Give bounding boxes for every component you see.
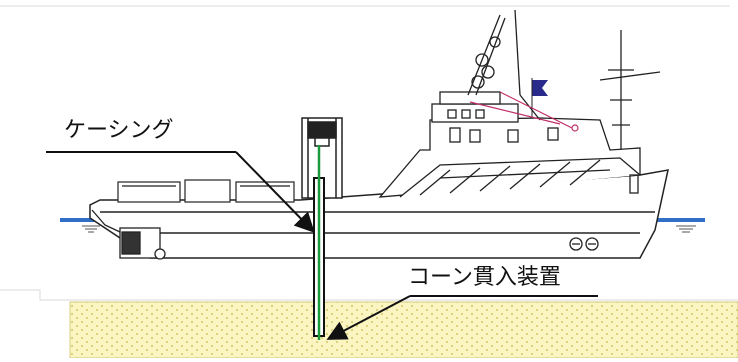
superstructure bbox=[378, 91, 641, 198]
seabed bbox=[69, 301, 738, 359]
cone-leader-arrow bbox=[326, 295, 411, 340]
ship-hull bbox=[89, 169, 669, 259]
background-frame bbox=[0, 5, 738, 301]
rigging bbox=[469, 91, 579, 132]
aft-mast bbox=[599, 30, 661, 194]
casing-leader-arrow bbox=[235, 151, 315, 233]
flag bbox=[532, 80, 548, 96]
cone-penetration-device-label: コーン貫入装置 bbox=[408, 265, 561, 290]
waterline-symbol-left bbox=[82, 225, 100, 233]
waterline-symbol-right bbox=[676, 225, 696, 233]
bow-thrusters bbox=[569, 237, 599, 251]
stern-equipment bbox=[91, 209, 166, 260]
casing-label: ケーシング bbox=[64, 118, 174, 143]
casing-pipe bbox=[313, 145, 325, 340]
